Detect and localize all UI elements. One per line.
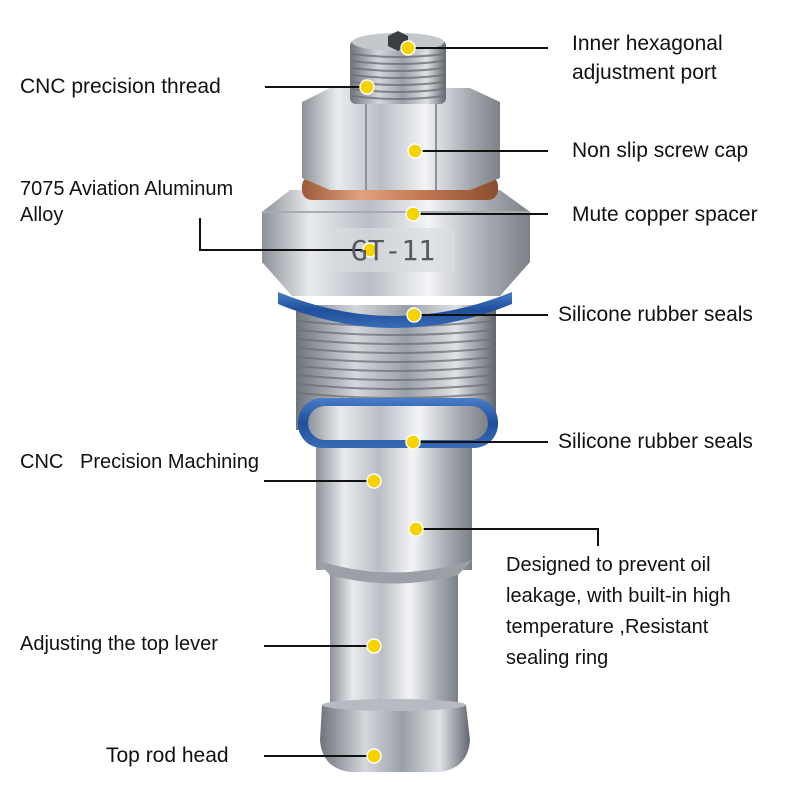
label-line: CNC Precision Machining (20, 451, 259, 473)
dot-seal-lower (405, 434, 421, 450)
label-aviation-alloy: 7075 Aviation Aluminum Alloy (20, 176, 233, 228)
lower-oring (298, 398, 498, 448)
leader-lines (199, 47, 599, 757)
label-line: Adjusting the top lever (20, 633, 218, 655)
label-line: temperature ,Resistant (506, 616, 709, 638)
leader-oil-leak (416, 528, 599, 546)
main-body (316, 440, 472, 584)
marker-dots (359, 40, 424, 764)
label-line: Mute copper spacer (572, 203, 758, 226)
label-line: Silicone rubber seals (558, 430, 753, 453)
label-seal-upper: Silicone rubber seals (558, 300, 753, 329)
label-cnc-machining: CNC Precision Machining (20, 448, 259, 477)
label-line: sealing ring (506, 647, 609, 669)
label-line: 7075 Aviation Aluminum (20, 178, 234, 200)
dot-oil-leak (408, 521, 424, 537)
label-copper-spacer: Mute copper spacer (572, 200, 758, 229)
dot-top-lever (366, 638, 382, 654)
label-line: adjustment port (572, 61, 717, 84)
dot-inner-hex (400, 40, 416, 56)
label-line: Non slip screw cap (572, 139, 749, 162)
dot-copper-spacer (405, 206, 421, 222)
label-line: Inner hexagonal (572, 32, 723, 55)
label-line: Silicone rubber seals (558, 303, 753, 326)
upper-oring (278, 292, 512, 328)
rod-head-shape (320, 705, 470, 772)
label-line: Alloy (20, 204, 64, 226)
dot-rod-head (366, 748, 382, 764)
label-cnc-thread: CNC precision thread (20, 72, 221, 101)
label-line: CNC precision thread (20, 75, 221, 98)
label-inner-hex-port: Inner hexagonal adjustment port (572, 29, 723, 87)
dot-screw-cap (407, 143, 423, 159)
dot-cnc-thread (359, 79, 375, 95)
label-screw-cap: Non slip screw cap (572, 136, 748, 165)
label-line: leakage, with built-in high (506, 585, 731, 607)
label-line: Top rod head (106, 744, 229, 767)
dot-seal-upper (406, 307, 422, 323)
dot-aviation-alloy (362, 242, 378, 258)
label-rod-head: Top rod head (106, 741, 229, 770)
top-lever-rod (320, 560, 470, 772)
leader-aviation-alloy (199, 218, 370, 251)
dot-cnc-machining (366, 473, 382, 489)
label-seal-lower: Silicone rubber seals (558, 427, 753, 456)
label-oil-leak: Designed to prevent oil leakage, with bu… (506, 550, 731, 674)
label-top-lever: Adjusting the top lever (20, 630, 218, 659)
part-marking: GT-11 (351, 234, 435, 267)
screw-cap-nut (302, 88, 500, 190)
label-line: Designed to prevent oil (506, 554, 711, 576)
hex-flange (262, 190, 530, 296)
